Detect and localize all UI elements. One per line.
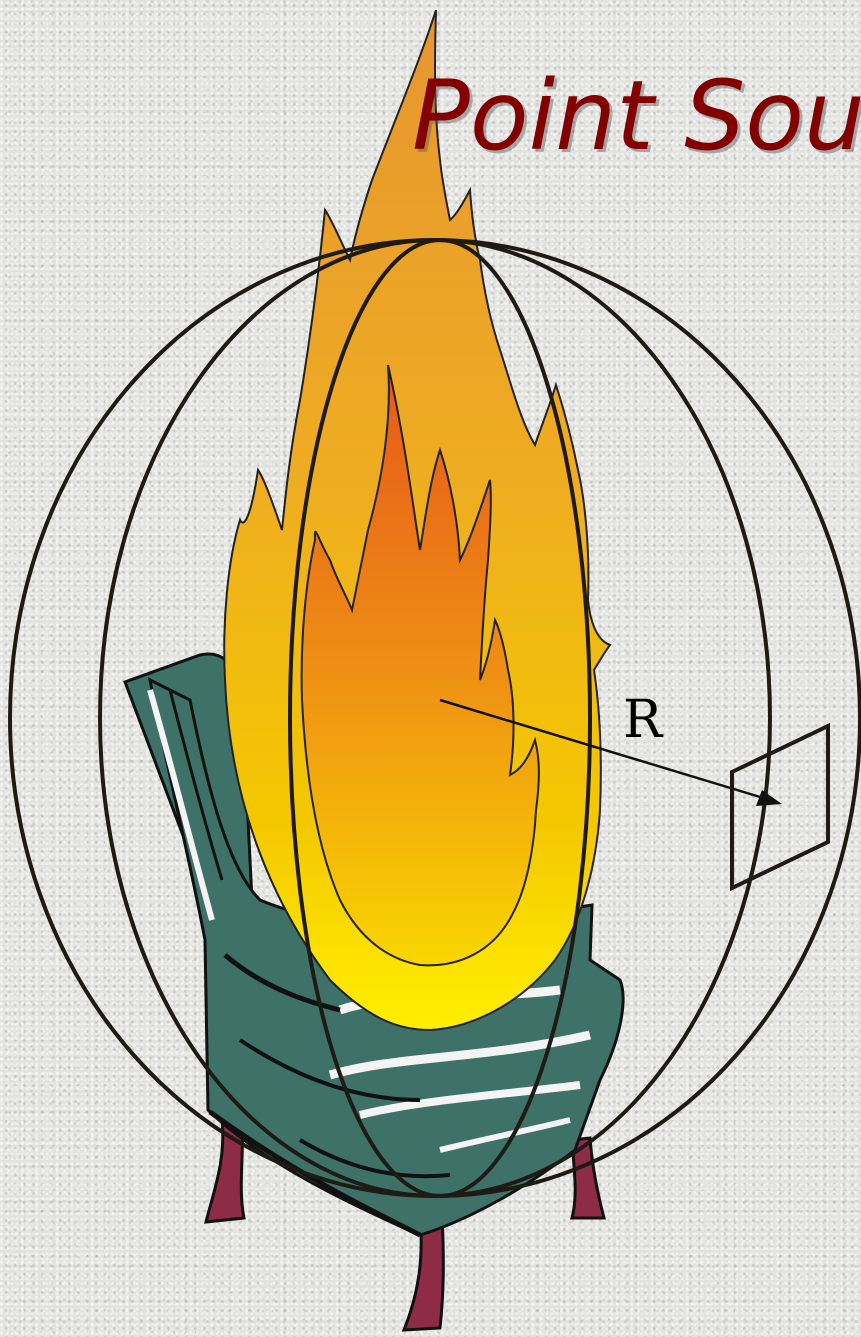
radius-label: R: [623, 690, 662, 750]
area-element: [732, 726, 828, 888]
slide-title: Point Sou: [412, 68, 861, 164]
